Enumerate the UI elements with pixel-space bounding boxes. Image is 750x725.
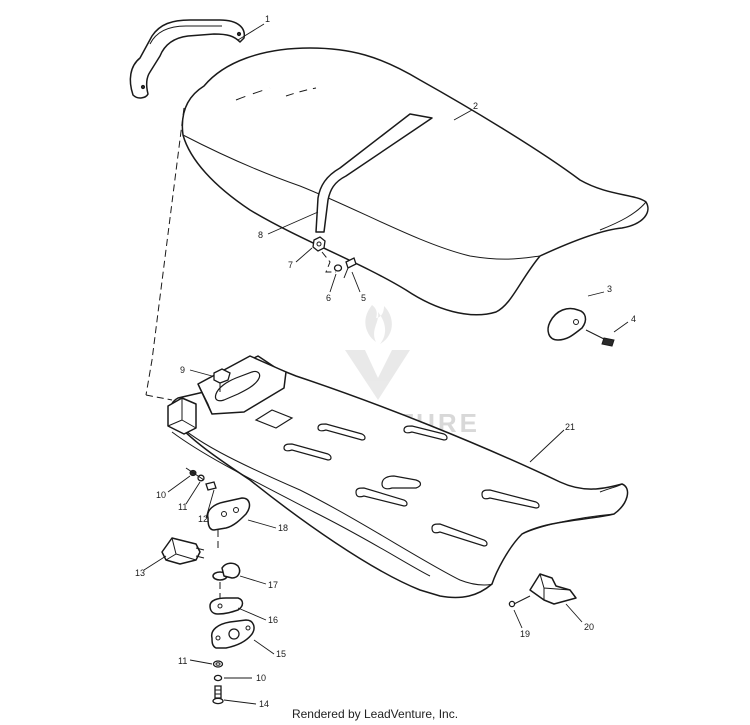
callout-21: 21 <box>565 422 575 432</box>
seat <box>181 47 649 316</box>
small-plate <box>209 597 244 615</box>
raised-plate <box>197 355 287 415</box>
footer-credit: Rendered by LeadVenture, Inc. <box>291 707 459 721</box>
callout-5: 5 <box>361 293 366 303</box>
callout-2: 2 <box>473 101 478 111</box>
callout-4: 4 <box>631 314 636 324</box>
callout-9: 9 <box>180 365 185 375</box>
callout-18: 18 <box>278 523 288 533</box>
washer-lower <box>213 674 223 682</box>
rubber-pad <box>547 307 587 341</box>
callout-16: 16 <box>268 615 278 625</box>
callout-11-lower: 11 <box>178 656 187 666</box>
assembly-line-strap <box>145 394 173 401</box>
assembly-line-handle <box>145 107 185 396</box>
front-tab-bracket <box>167 397 197 435</box>
latch-bracket <box>161 537 205 565</box>
callout-19: 19 <box>520 629 530 639</box>
pan-square-pad <box>254 409 294 429</box>
callout-6: 6 <box>326 293 331 303</box>
screw <box>343 257 357 279</box>
callout-1: 1 <box>265 14 270 24</box>
bolt <box>585 329 615 347</box>
nut-lower <box>212 660 224 668</box>
small-screw <box>508 595 531 608</box>
callout-14: 14 <box>259 699 269 709</box>
callout-labels: 1 2 3 4 5 6 7 8 9 10 11 12 18 13 17 16 1… <box>135 14 636 709</box>
hinge-plate <box>206 497 251 531</box>
watermark-logo <box>345 305 410 400</box>
callout-13: 13 <box>135 568 145 578</box>
callout-3: 3 <box>607 284 612 294</box>
grab-handle <box>129 19 246 99</box>
leader-lines <box>143 23 629 705</box>
nut <box>312 236 326 252</box>
lock-washer <box>333 264 343 272</box>
pan-slots <box>283 423 540 547</box>
callout-10-upper: 10 <box>156 490 166 500</box>
callout-12: 12 <box>198 514 208 524</box>
callout-15: 15 <box>276 649 286 659</box>
callout-17: 17 <box>268 580 278 590</box>
latch-pin <box>212 562 241 581</box>
callout-7: 7 <box>288 260 293 270</box>
callout-11-upper: 11 <box>178 502 187 512</box>
bolt-upper <box>185 467 217 491</box>
callout-10-lower: 10 <box>256 673 266 683</box>
rear-bracket <box>529 573 577 605</box>
cap-screw <box>213 368 231 392</box>
callout-20: 20 <box>584 622 594 632</box>
callout-8: 8 <box>258 230 263 240</box>
seat-strap <box>315 113 433 233</box>
latch-base-plate <box>210 619 255 649</box>
bolt-lower <box>212 685 224 705</box>
